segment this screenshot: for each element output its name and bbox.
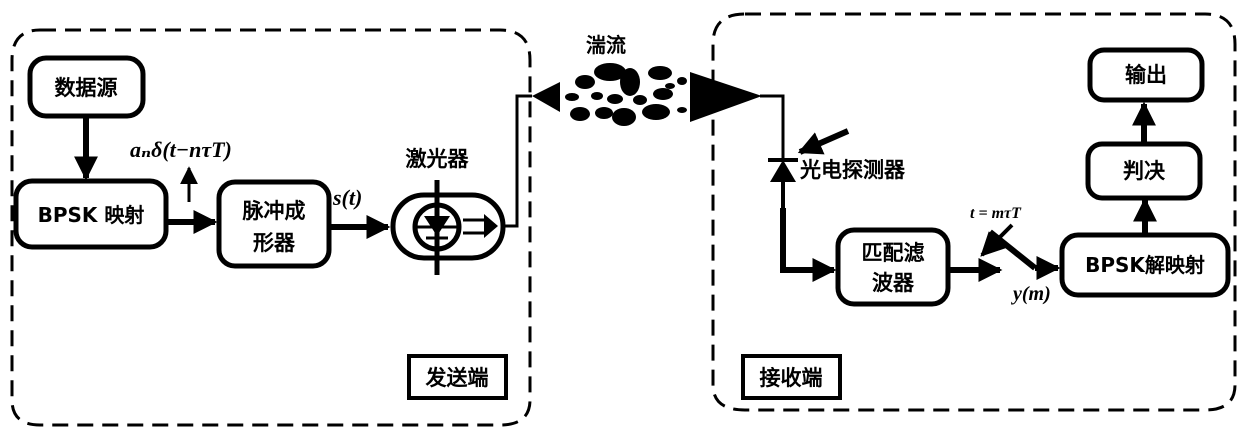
pulse-shaper-label-1: 脉冲成 (242, 199, 306, 223)
data-source-label: 数据源 (55, 76, 118, 100)
sampling-label: t = mτT (970, 205, 1022, 222)
bpsk-demapping-label: BPSK解映射 (1085, 253, 1205, 277)
output-block: 输出 (1087, 47, 1205, 103)
matched-filter-label-1: 匹配滤 (862, 241, 925, 265)
sampled-output-label: y(m) (1011, 283, 1051, 305)
output-label: 输出 (1125, 63, 1167, 87)
transmitter-region-label: 发送端 (425, 366, 489, 390)
matched-filter-block: 匹配滤 波器 (835, 227, 951, 307)
shaped-signal-label: s(t) (332, 185, 362, 210)
receive-antenna-icon (690, 72, 762, 122)
sampler-switch-icon (980, 223, 1061, 280)
receiver-region-label: 接收端 (760, 366, 823, 390)
wire-antenna-to-detector (760, 94, 785, 160)
transmitter-region-tag: 发送端 (407, 354, 508, 400)
transmit-antenna-icon (532, 82, 560, 112)
bpsk-demapping-block: BPSK解映射 (1059, 232, 1231, 298)
photodetector-label: 光电探测器 (799, 158, 906, 182)
arrow-detector-to-filter (780, 208, 837, 282)
photodetector-icon (768, 128, 850, 210)
decision-block: 判决 (1085, 141, 1203, 201)
bpsk-mapping-block: BPSK 映射 (13, 178, 169, 250)
bpsk-mapping-label: BPSK 映射 (38, 203, 145, 227)
decision-label: 判决 (1123, 159, 1166, 183)
pulse-shaper-block: 脉冲成 形器 (216, 179, 332, 269)
laser-label: 激光器 (406, 147, 470, 171)
receiver-region-tag: 接收端 (741, 354, 842, 400)
data-source-block: 数据源 (27, 55, 146, 119)
wire-laser-to-antenna (503, 94, 532, 228)
turbulence-icon (565, 63, 687, 126)
receiver-region (711, 12, 1237, 412)
matched-filter-label-2: 波器 (872, 271, 915, 295)
laser-icon (390, 180, 506, 275)
impulse-train-label: aₙδ(t−nτT) (130, 137, 232, 162)
turbulence-label: 湍流 (586, 33, 626, 57)
pulse-shaper-label-2: 形器 (253, 231, 296, 255)
